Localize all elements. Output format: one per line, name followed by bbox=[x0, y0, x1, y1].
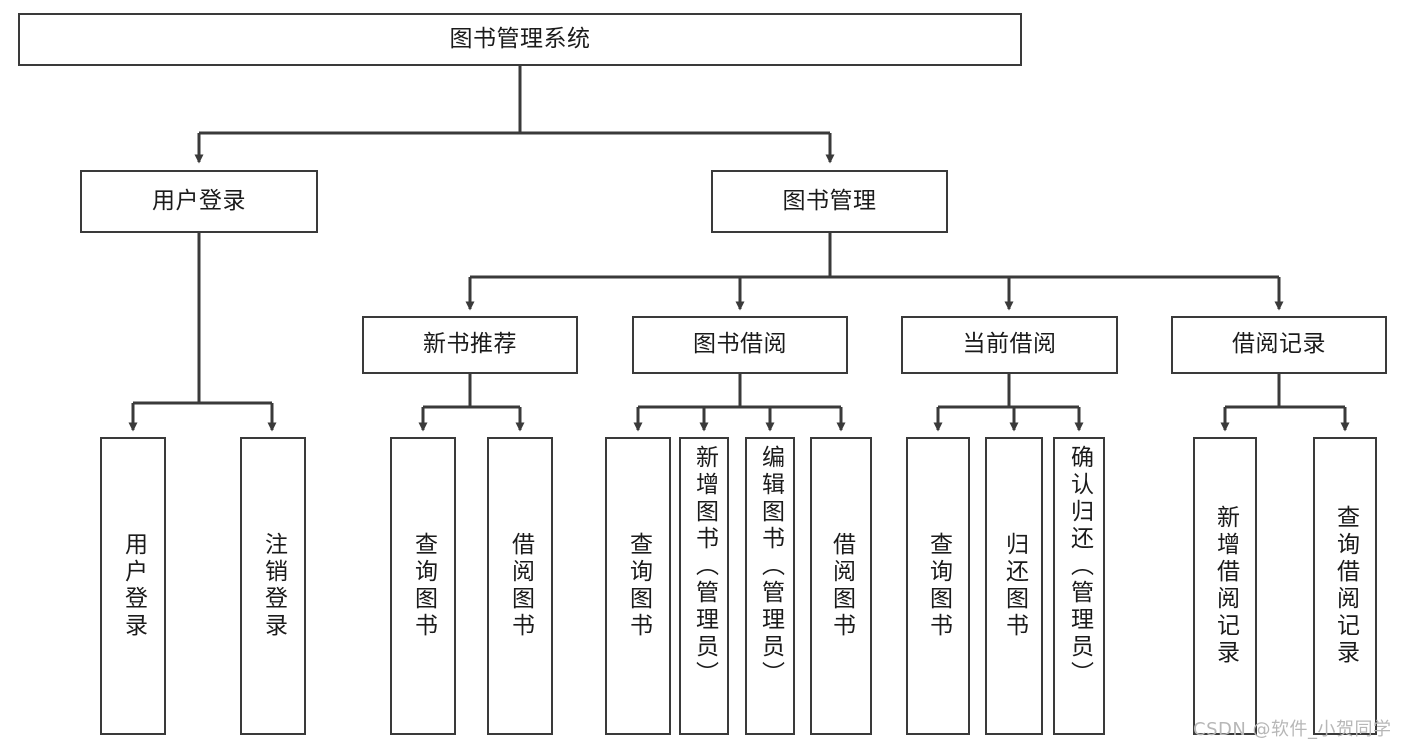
node-leaf-query-book-recommend[interactable]: 查询图书 bbox=[390, 437, 456, 735]
node-leaf-edit-book-admin[interactable]: 编辑图书（管理员） bbox=[745, 437, 795, 735]
node-leaf-add-borrow-record[interactable]: 新增借阅记录 bbox=[1193, 437, 1257, 735]
node-label: 图书管理系统 bbox=[449, 25, 591, 52]
node-label: 图书借阅 bbox=[693, 331, 787, 358]
node-current-borrow[interactable]: 当前借阅 bbox=[901, 316, 1118, 374]
node-label: 确认归还（管理员） bbox=[1066, 445, 1093, 688]
node-label: 编辑图书（管理员） bbox=[757, 445, 784, 688]
node-label: 查询图书 bbox=[625, 532, 652, 640]
node-leaf-confirm-return-admin[interactable]: 确认归还（管理员） bbox=[1053, 437, 1105, 735]
node-user-login[interactable]: 用户登录 bbox=[80, 170, 318, 233]
node-label: 图书管理 bbox=[782, 187, 877, 214]
node-leaf-user-login[interactable]: 用户登录 bbox=[100, 437, 166, 735]
node-label: 查询图书 bbox=[410, 532, 437, 640]
node-label: 归还图书 bbox=[1001, 532, 1028, 640]
node-label: 新增借阅记录 bbox=[1212, 505, 1239, 667]
node-label: 借阅图书 bbox=[507, 532, 534, 640]
node-book-manage[interactable]: 图书管理 bbox=[711, 170, 948, 233]
node-label: 新增图书（管理员） bbox=[691, 445, 718, 688]
node-leaf-user-logout[interactable]: 注销登录 bbox=[240, 437, 306, 735]
node-label: 借阅记录 bbox=[1232, 331, 1326, 358]
node-label: 新书推荐 bbox=[423, 331, 517, 358]
watermark: CSDN @软件_小贺同学 bbox=[1193, 719, 1392, 740]
node-root-system[interactable]: 图书管理系统 bbox=[18, 13, 1022, 66]
node-leaf-query-book-current[interactable]: 查询图书 bbox=[906, 437, 970, 735]
node-label: 用户登录 bbox=[120, 532, 147, 640]
node-label: 用户登录 bbox=[152, 187, 246, 214]
node-leaf-return-book[interactable]: 归还图书 bbox=[985, 437, 1043, 735]
node-leaf-query-borrow-record[interactable]: 查询借阅记录 bbox=[1313, 437, 1377, 735]
node-leaf-borrow-book[interactable]: 借阅图书 bbox=[810, 437, 872, 735]
node-leaf-query-book-borrow[interactable]: 查询图书 bbox=[605, 437, 671, 735]
node-leaf-borrow-book-recommend[interactable]: 借阅图书 bbox=[487, 437, 553, 735]
node-label: 当前借阅 bbox=[962, 331, 1057, 358]
node-label: 注销登录 bbox=[260, 532, 287, 640]
node-borrow-record[interactable]: 借阅记录 bbox=[1171, 316, 1387, 374]
node-label: 借阅图书 bbox=[828, 532, 855, 640]
node-new-book-recommend[interactable]: 新书推荐 bbox=[362, 316, 578, 374]
node-label: 查询图书 bbox=[925, 532, 952, 640]
node-label: 查询借阅记录 bbox=[1332, 505, 1359, 667]
node-leaf-add-book-admin[interactable]: 新增图书（管理员） bbox=[679, 437, 729, 735]
node-book-borrow[interactable]: 图书借阅 bbox=[632, 316, 848, 374]
